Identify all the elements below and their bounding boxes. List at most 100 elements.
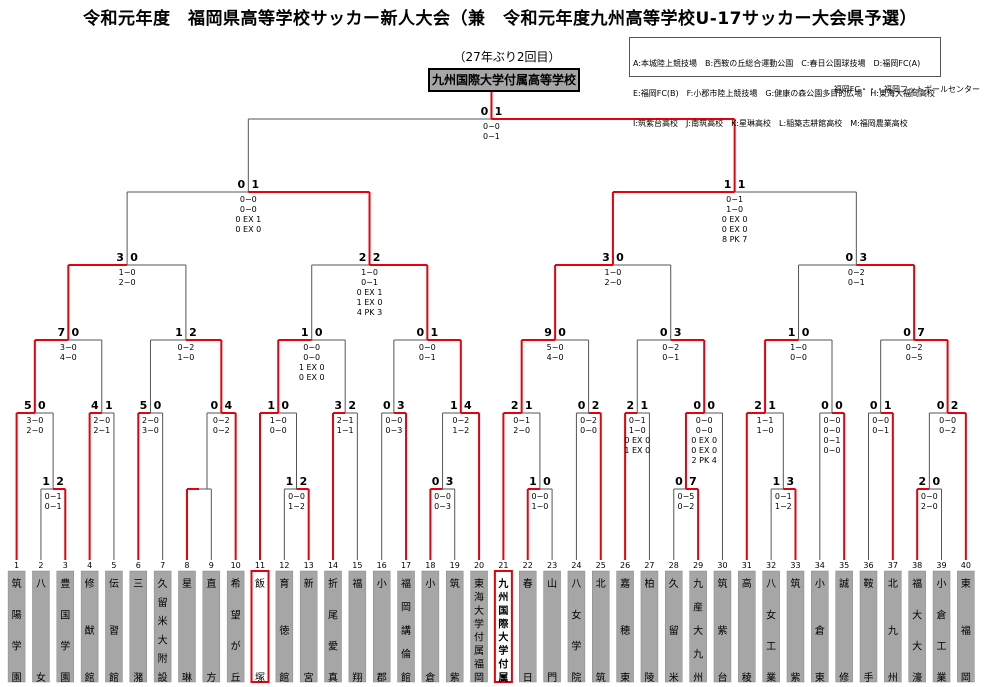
team-name-char: 倉 <box>425 671 435 684</box>
team-name-char: 筑 <box>790 577 800 590</box>
team-name-char: 北 <box>888 578 898 590</box>
team-seed: 15 <box>352 561 362 570</box>
venue-legend-line: I:筑紫台高校 J:南筑高校 K:星琳高校 L:稲築志耕館高校 M:福岡農業高校 <box>633 119 908 128</box>
match-detail: 0−1 <box>419 353 436 362</box>
team-name-char: 潴 <box>133 671 143 684</box>
team-box: 修猷館 <box>80 570 99 683</box>
match-score-left: 1 <box>724 178 732 191</box>
team-name-char: 八 <box>766 579 776 590</box>
team-name-char: 直 <box>206 577 216 590</box>
team-name-char: 館 <box>85 671 95 684</box>
match-score-left: 0 <box>821 399 829 412</box>
venue-legend-line: A:本城陸上競技場 B:西鞍の丘総合運動公園 C:春日公園球技場 D:福岡FC(… <box>633 59 921 68</box>
team-name-char: 郡 <box>377 672 387 684</box>
team-seed: 25 <box>596 561 606 570</box>
team-name-char: 倉 <box>815 624 825 637</box>
match-detail: 1−0 <box>790 343 807 352</box>
team-name-char: 大 <box>158 633 168 646</box>
team-name-char: 属 <box>474 645 484 657</box>
team-seed: 9 <box>209 561 214 570</box>
team-name-char: 海 <box>474 590 484 603</box>
team-name-char: 紫 <box>450 672 460 684</box>
team-name-char: 東 <box>474 577 484 590</box>
match-detail: 0−0 <box>696 426 713 435</box>
match-score-left: 1 <box>301 326 309 339</box>
team-seed: 19 <box>450 561 460 570</box>
match-score-left: 1 <box>42 475 50 488</box>
team-seed: 30 <box>717 561 727 570</box>
match-score-left: 0 <box>383 399 391 412</box>
team-name-char: 伝 <box>109 578 119 590</box>
team-name-char: 園 <box>12 672 22 684</box>
team-name-char: 猷 <box>85 624 95 637</box>
team-seed: 7 <box>160 561 165 570</box>
team-name-char: 塚 <box>255 672 265 684</box>
team-name-char: 付 <box>498 658 508 671</box>
page-title: 令和元年度 福岡県高等学校サッカー新人大会（兼 令和元年度九州高等学校U-17サ… <box>82 9 917 29</box>
match-detail: 0 EX 0 <box>691 436 717 445</box>
team-seed: 31 <box>742 561 752 570</box>
match-score-left: 2 <box>754 399 762 412</box>
match-detail: 0 EX 0 <box>624 436 650 445</box>
team-name-char: 修 <box>839 671 849 684</box>
match-detail: 0−1 <box>45 502 62 511</box>
team-name-char: 春 <box>523 578 533 590</box>
match-detail: 0−3 <box>434 502 451 511</box>
match-detail: 2−0 <box>26 426 43 435</box>
match-detail: 2−0 <box>604 278 621 287</box>
match-detail: 0−1 <box>629 416 646 425</box>
team-name-char: 宮 <box>304 671 314 684</box>
match-score-left: 0 <box>432 475 440 488</box>
match-score-right: 3 <box>674 326 682 339</box>
match-detail: 0−2 <box>678 502 695 511</box>
match-detail: 0−2 <box>662 343 679 352</box>
venue-legend: A:本城陸上競技場 B:西鞍の丘総合運動公園 C:春日公園球技場 D:福岡FC(… <box>629 37 941 128</box>
match-detail: 3−0 <box>142 426 159 435</box>
team-box: 新宮 <box>299 570 318 683</box>
team-name-char: 日 <box>523 673 533 684</box>
match-detail: 1−0 <box>531 502 548 511</box>
match-detail: 0−0 <box>303 353 320 362</box>
team-box: 筑紫台 <box>713 570 732 683</box>
team-name-char: 新 <box>304 577 314 590</box>
team-seed: 11 <box>255 561 265 570</box>
team-seed: 3 <box>63 561 68 570</box>
footnote: 福岡FC・・・福岡フットボールセンター <box>833 85 980 94</box>
match-score-right: 0 <box>315 326 323 339</box>
team-seed: 6 <box>136 561 141 570</box>
match-detail: 1−1 <box>337 426 354 435</box>
match-score-left: 3 <box>602 251 610 264</box>
match-detail: 0−0 <box>790 353 807 362</box>
team-name-char: 学 <box>60 640 70 653</box>
match-detail: 4−0 <box>60 353 77 362</box>
match-detail: 0−0 <box>270 426 287 435</box>
team-name-char: 修 <box>85 577 95 590</box>
match-score-right: 1 <box>431 326 439 339</box>
team-name-char: 紫 <box>717 625 727 637</box>
match-detail: 0−0 <box>434 492 451 501</box>
team-name-char: 工 <box>937 642 947 653</box>
match-detail: 0−1 <box>872 426 889 435</box>
team-name-char: 八 <box>36 579 46 590</box>
match-detail: 0 EX 1 <box>357 288 383 297</box>
match-score-right: 0 <box>154 399 162 412</box>
team-seed: 39 <box>936 561 946 570</box>
team-seed: 24 <box>571 561 581 570</box>
match-detail: 0−0 <box>824 426 841 435</box>
team-name-char: 東 <box>815 671 825 684</box>
team-name-char: 際 <box>498 617 508 630</box>
match-score-right: 3 <box>860 251 868 264</box>
team-name-char: 館 <box>401 671 411 684</box>
match-detail: 2−0 <box>142 416 159 425</box>
team-name-char: 嘉 <box>620 577 630 590</box>
match-detail: 1−0 <box>361 268 378 277</box>
team-box: 東福岡 <box>957 570 975 683</box>
team-name-char: 折 <box>328 577 338 590</box>
team-seed: 21 <box>498 561 508 570</box>
match-detail: 4−0 <box>547 353 564 362</box>
